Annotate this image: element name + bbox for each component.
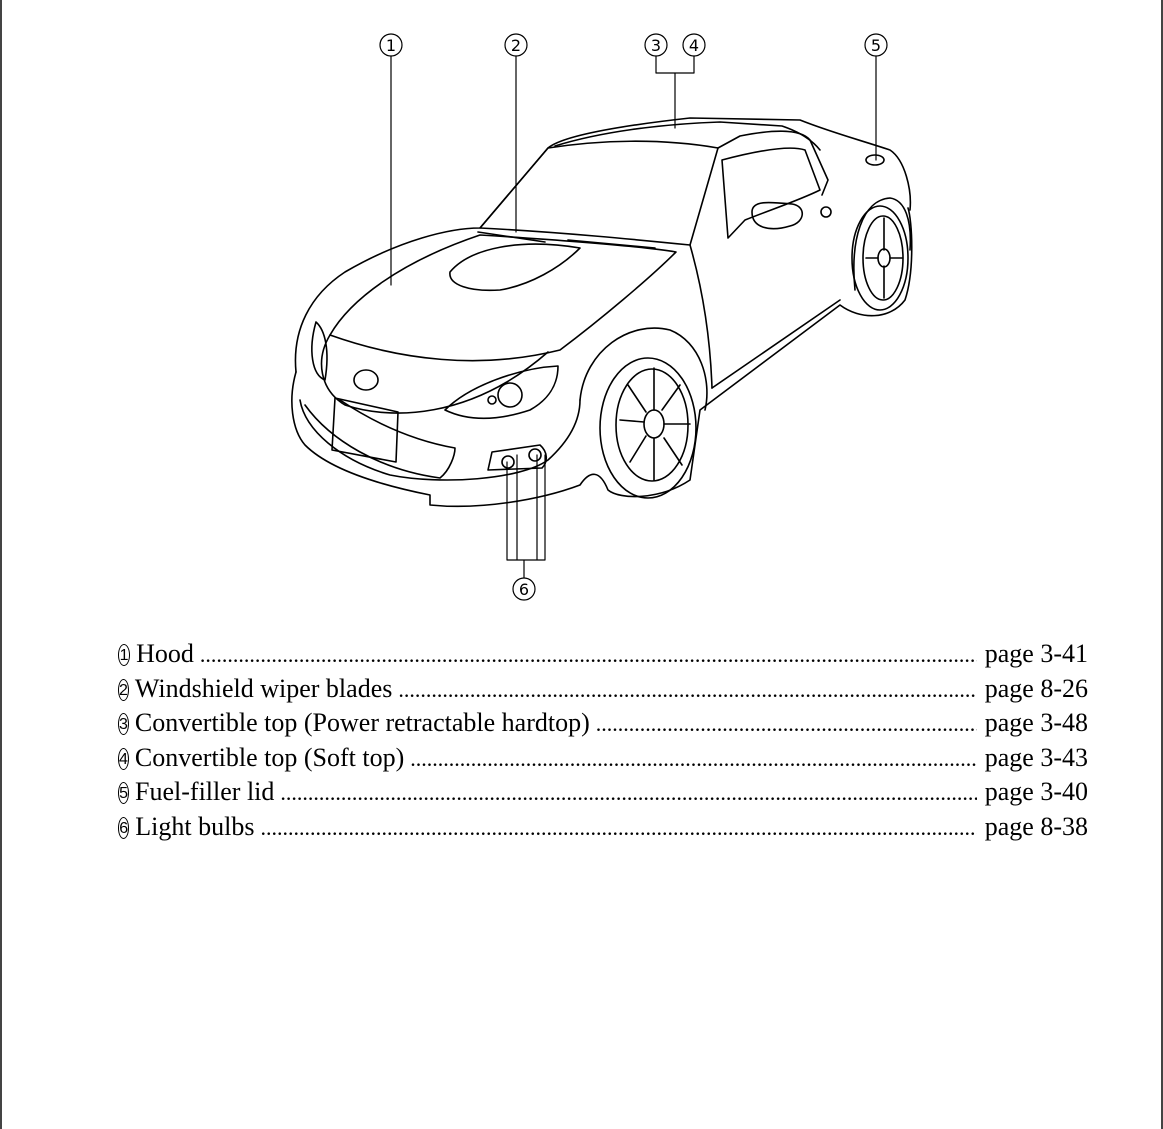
- row-label: Hood: [136, 639, 194, 668]
- callout-5: 5: [871, 36, 881, 55]
- leader-dots: [596, 706, 977, 741]
- row-number: 3: [118, 713, 129, 736]
- row-label: Windshield wiper blades: [134, 673, 393, 703]
- leader-dots: [410, 741, 976, 776]
- callout-4: 4: [689, 36, 699, 55]
- row-number: 2: [118, 678, 129, 701]
- callout-2: 2: [511, 36, 521, 55]
- row-label: Light bulbs: [135, 811, 255, 841]
- index-row-hood: 1 Hood page 3-41: [118, 637, 1088, 672]
- row-label: Convertible top (Power retractable hardt…: [134, 708, 590, 738]
- page-border-right: [1161, 0, 1163, 1129]
- page-reference[interactable]: page 8-26: [984, 673, 1088, 703]
- car-exterior-illustration: 1 2 3 4 5 6: [291, 33, 913, 601]
- page-border-left: [0, 0, 2, 1129]
- page-reference[interactable]: page 3-41: [984, 639, 1088, 668]
- page-reference[interactable]: page 3-48: [984, 708, 1088, 738]
- parts-index-list: 1 Hood page 3-41 2 Windshield wiper blad…: [118, 637, 1088, 845]
- leader-dots: [280, 775, 976, 810]
- row-number: 6: [118, 816, 130, 839]
- row-label: Convertible top (Soft top): [134, 742, 405, 772]
- index-row-light-bulbs: 6 Light bulbs page 8-38: [118, 810, 1088, 845]
- row-number: 5: [118, 782, 130, 805]
- leader-dots: [398, 672, 976, 707]
- page-reference[interactable]: page 8-38: [984, 811, 1088, 841]
- callout-1: 1: [386, 36, 396, 55]
- row-label: Fuel-filler lid: [135, 777, 275, 807]
- leader-dots: [200, 637, 977, 672]
- index-row-soft-top: 4 Convertible top (Soft top) page 3-43: [118, 741, 1088, 776]
- index-row-fuel-filler-lid: 5 Fuel-filler lid page 3-40: [118, 775, 1088, 810]
- callout-3: 3: [651, 36, 661, 55]
- index-row-hardtop: 3 Convertible top (Power retractable har…: [118, 706, 1088, 741]
- index-row-wiper-blades: 2 Windshield wiper blades page 8-26: [118, 672, 1088, 707]
- page-reference[interactable]: page 3-40: [984, 777, 1088, 807]
- row-number: 4: [118, 747, 129, 770]
- leader-dots: [260, 810, 976, 845]
- row-number: 1: [118, 644, 131, 666]
- callout-6: 6: [519, 580, 529, 599]
- page-reference[interactable]: page 3-43: [984, 742, 1088, 772]
